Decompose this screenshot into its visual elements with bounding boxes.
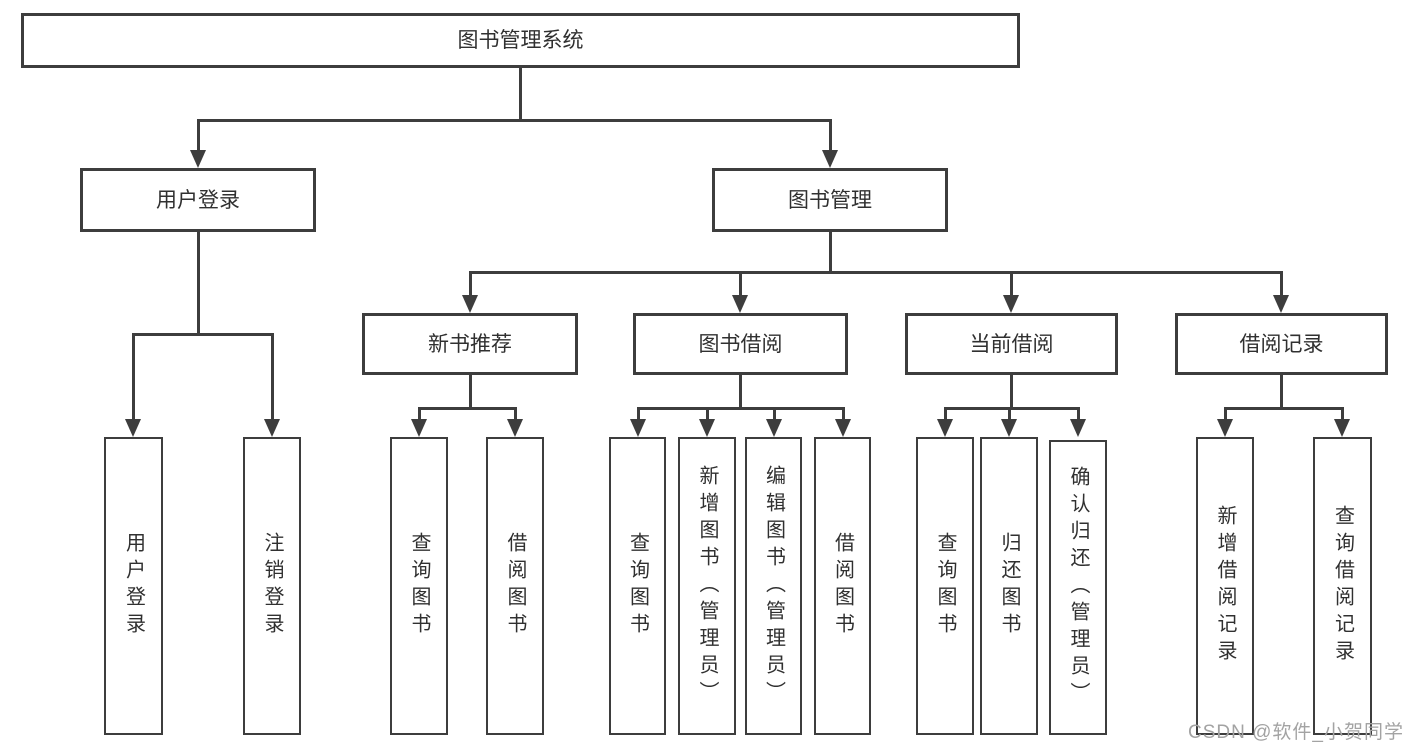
- connector-v: [271, 333, 274, 421]
- leaf-query-books: 查询图书: [609, 437, 666, 735]
- leaf-query-borrow-record: 查询借阅记录: [1313, 437, 1372, 735]
- arrowhead-down-icon: [125, 419, 141, 437]
- connector-v: [1280, 271, 1283, 297]
- connector-h: [638, 407, 844, 410]
- node-borrow-records: 借阅记录: [1175, 313, 1388, 375]
- arrowhead-down-icon: [835, 419, 851, 437]
- arrowhead-down-icon: [1001, 419, 1017, 437]
- leaf-add-books-admin: 新增图书（管理员）: [678, 437, 736, 735]
- arrowhead-down-icon: [1070, 419, 1086, 437]
- connector-v: [829, 119, 832, 154]
- leaf-edit-books-admin: 编辑图书（管理员）: [745, 437, 802, 735]
- arrowhead-down-icon: [699, 419, 715, 437]
- connector-v: [706, 407, 709, 421]
- connector-h: [1225, 407, 1343, 410]
- connector-v: [1341, 407, 1344, 421]
- connector-h: [945, 407, 1079, 410]
- connector-v: [469, 271, 472, 297]
- arrowhead-down-icon: [462, 295, 478, 313]
- connector-h: [197, 119, 831, 122]
- node-current-borrow: 当前借阅: [905, 313, 1118, 375]
- leaf-query-books-current: 查询图书: [916, 437, 974, 735]
- arrowhead-down-icon: [1334, 419, 1350, 437]
- arrowhead-down-icon: [507, 419, 523, 437]
- connector-h: [419, 407, 517, 410]
- arrowhead-down-icon: [1217, 419, 1233, 437]
- leaf-borrow-books: 借阅图书: [814, 437, 871, 735]
- connector-v: [739, 375, 742, 410]
- leaf-query-books-rec: 查询图书: [390, 437, 448, 735]
- connector-v: [197, 119, 200, 154]
- connector-v: [1280, 375, 1283, 410]
- arrowhead-down-icon: [766, 419, 782, 437]
- leaf-borrow-books-rec: 借阅图书: [486, 437, 544, 735]
- connector-v: [1010, 271, 1013, 297]
- connector-v: [514, 407, 517, 421]
- leaf-add-borrow-record: 新增借阅记录: [1196, 437, 1254, 735]
- node-book-borrow: 图书借阅: [633, 313, 848, 375]
- arrowhead-down-icon: [190, 150, 206, 168]
- node-book-mgmt: 图书管理: [712, 168, 948, 232]
- connector-v: [1010, 375, 1013, 410]
- connector-v: [637, 407, 640, 421]
- arrowhead-down-icon: [630, 419, 646, 437]
- connector-v: [1008, 407, 1011, 421]
- connector-v: [1077, 407, 1080, 421]
- watermark: CSDN @软件_小贺同学: [1188, 722, 1404, 743]
- arrowhead-down-icon: [1273, 295, 1289, 313]
- node-user-login: 用户登录: [80, 168, 316, 232]
- connector-v: [944, 407, 947, 421]
- connector-v: [469, 375, 472, 410]
- node-root: 图书管理系统: [21, 13, 1020, 68]
- connector-v: [132, 333, 135, 421]
- arrowhead-down-icon: [822, 150, 838, 168]
- connector-v: [418, 407, 421, 421]
- connector-v: [197, 232, 200, 336]
- arrowhead-down-icon: [1003, 295, 1019, 313]
- connector-h: [133, 333, 273, 336]
- leaf-return-books: 归还图书: [980, 437, 1038, 735]
- connector-v: [519, 68, 522, 121]
- leaf-user-login: 用户登录: [104, 437, 163, 735]
- connector-v: [773, 407, 776, 421]
- arrowhead-down-icon: [732, 295, 748, 313]
- arrowhead-down-icon: [264, 419, 280, 437]
- connector-h: [470, 271, 1282, 274]
- connector-v: [842, 407, 845, 421]
- connector-v: [1224, 407, 1227, 421]
- connector-v: [829, 232, 832, 274]
- node-new-book-rec: 新书推荐: [362, 313, 578, 375]
- leaf-confirm-return-admin: 确认归还（管理员）: [1049, 440, 1107, 735]
- connector-v: [739, 271, 742, 297]
- arrowhead-down-icon: [937, 419, 953, 437]
- arrowhead-down-icon: [411, 419, 427, 437]
- leaf-logout: 注销登录: [243, 437, 301, 735]
